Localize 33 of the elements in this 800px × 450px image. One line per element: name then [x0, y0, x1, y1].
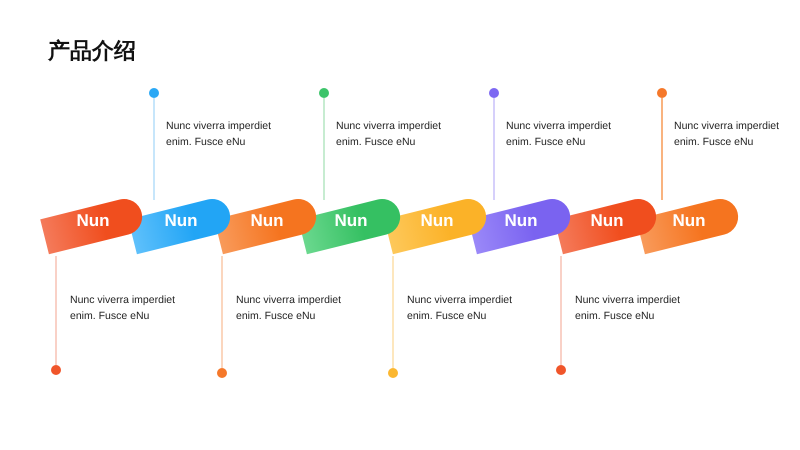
- tab-label: Nun: [249, 211, 285, 231]
- connector-line: [221, 256, 223, 368]
- description-text: Nunc viverra imperdiet enim. Fusce eNu: [506, 119, 612, 150]
- timeline-dot: [657, 88, 667, 98]
- description-text: Nunc viverra imperdiet enim. Fusce eNu: [236, 293, 342, 324]
- tab-label: Nun: [419, 211, 455, 231]
- slide-title: 产品介绍: [48, 38, 136, 66]
- timeline-dot: [319, 88, 329, 98]
- connector-line: [661, 98, 663, 200]
- connector-line: [55, 256, 57, 365]
- connector-line: [493, 98, 495, 200]
- tab-label: Nun: [75, 211, 111, 231]
- connector-line: [153, 98, 155, 200]
- description-text: Nunc viverra imperdiet enim. Fusce eNu: [407, 293, 514, 324]
- timeline-dot: [489, 88, 499, 98]
- tab-label: Nun: [503, 211, 539, 231]
- timeline-dot: [217, 368, 227, 378]
- timeline-dot: [556, 365, 566, 375]
- tab-label: Nun: [671, 211, 707, 231]
- tab-label: Nun: [333, 211, 369, 231]
- tab-label: Nun: [163, 211, 199, 231]
- description-text: Nunc viverra imperdiet enim. Fusce eNu: [575, 293, 682, 324]
- tab-label: Nun: [589, 211, 625, 231]
- description-text: Nunc viverra imperdiet enim. Fusce eNu: [674, 119, 780, 150]
- timeline-dot: [388, 368, 398, 378]
- description-text: Nunc viverra imperdiet enim. Fusce eNu: [70, 293, 176, 324]
- connector-line: [323, 98, 325, 200]
- connector-line: [392, 256, 394, 368]
- description-text: Nunc viverra imperdiet enim. Fusce eNu: [166, 119, 272, 150]
- timeline-dot: [51, 365, 61, 375]
- description-text: Nunc viverra imperdiet enim. Fusce eNu: [336, 119, 442, 150]
- timeline-dot: [149, 88, 159, 98]
- connector-line: [560, 256, 562, 365]
